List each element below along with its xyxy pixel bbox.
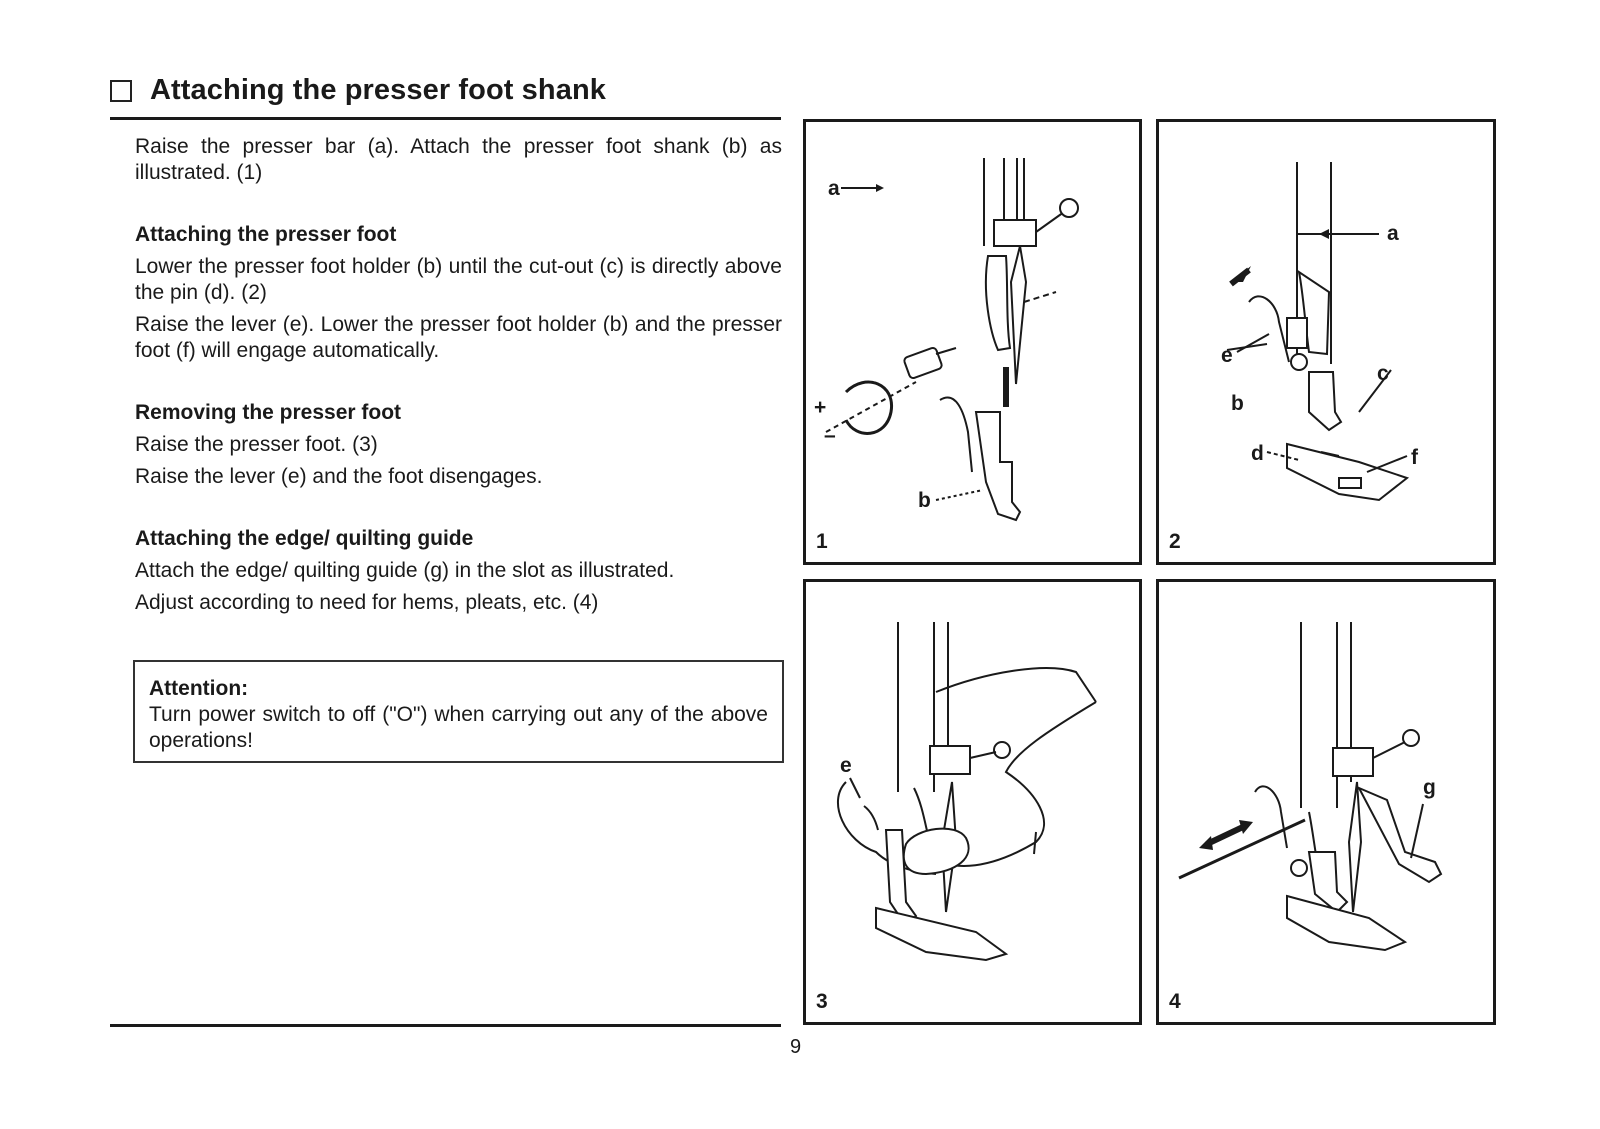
top-rule [110, 117, 781, 120]
checkbox-square-icon [110, 79, 132, 102]
label-a: a [1387, 222, 1399, 245]
label-plus: + [814, 396, 826, 419]
figure-1-illustration: a b + – [814, 158, 1079, 522]
figure-3-panel: e 3 [803, 579, 1142, 1025]
instructions-column: Raise the presser bar (a). Attach the pr… [135, 134, 782, 616]
attention-box: Attention: Turn power switch to off ("O"… [133, 660, 784, 763]
section-paragraph: Raise the presser foot. (3) [135, 433, 378, 456]
label-b: b [1231, 392, 1244, 415]
section-heading-quilting-guide: Attaching the edge/ quilting guide [135, 527, 474, 550]
page-number: 9 [790, 1036, 802, 1058]
label-c: c [1377, 362, 1389, 385]
section-paragraph: Adjust according to need for hems, pleat… [135, 591, 599, 614]
figure-2-panel: a e c b d f 2 [1156, 119, 1496, 565]
label-minus: – [824, 424, 836, 447]
label-e: e [840, 754, 852, 777]
figure-4-illustration: g [1178, 622, 1443, 952]
label-g: g [1423, 776, 1436, 799]
section-paragraph: Lower the presser foot holder (b) until … [135, 255, 782, 304]
section-heading-removing-foot: Removing the presser foot [135, 401, 402, 424]
label-d: d [1251, 442, 1264, 465]
section-heading: Attaching the presser foot shank [110, 74, 606, 107]
attention-title: Attention: [149, 677, 249, 700]
figure-number: 3 [816, 990, 828, 1013]
section-paragraph: Attach the edge/ quilting guide (g) in t… [135, 559, 675, 582]
figure-1-panel: a b + – 1 [803, 119, 1142, 565]
figure-2-illustration: a e c b d f [1221, 162, 1419, 502]
section-paragraph: Raise the lever (e) and the foot disenga… [135, 465, 543, 488]
label-f: f [1411, 446, 1419, 469]
figure-3-illustration: e [836, 622, 1097, 962]
label-e: e [1221, 344, 1233, 367]
bottom-rule [110, 1024, 781, 1027]
figure-number: 2 [1169, 530, 1181, 553]
section-paragraph: Raise the lever (e). Lower the presser f… [135, 313, 782, 362]
section-heading-attaching-foot: Attaching the presser foot [135, 223, 397, 246]
figure-number: 4 [1169, 990, 1181, 1013]
figure-number: 1 [816, 530, 828, 553]
page-title: Attaching the presser foot shank [150, 74, 606, 106]
figure-4-panel: g 4 [1156, 579, 1496, 1025]
label-b: b [918, 489, 931, 512]
intro-paragraph: Raise the presser bar (a). Attach the pr… [135, 135, 782, 184]
attention-body: Turn power switch to off ("O") when carr… [149, 703, 768, 752]
label-a: a [828, 177, 840, 200]
